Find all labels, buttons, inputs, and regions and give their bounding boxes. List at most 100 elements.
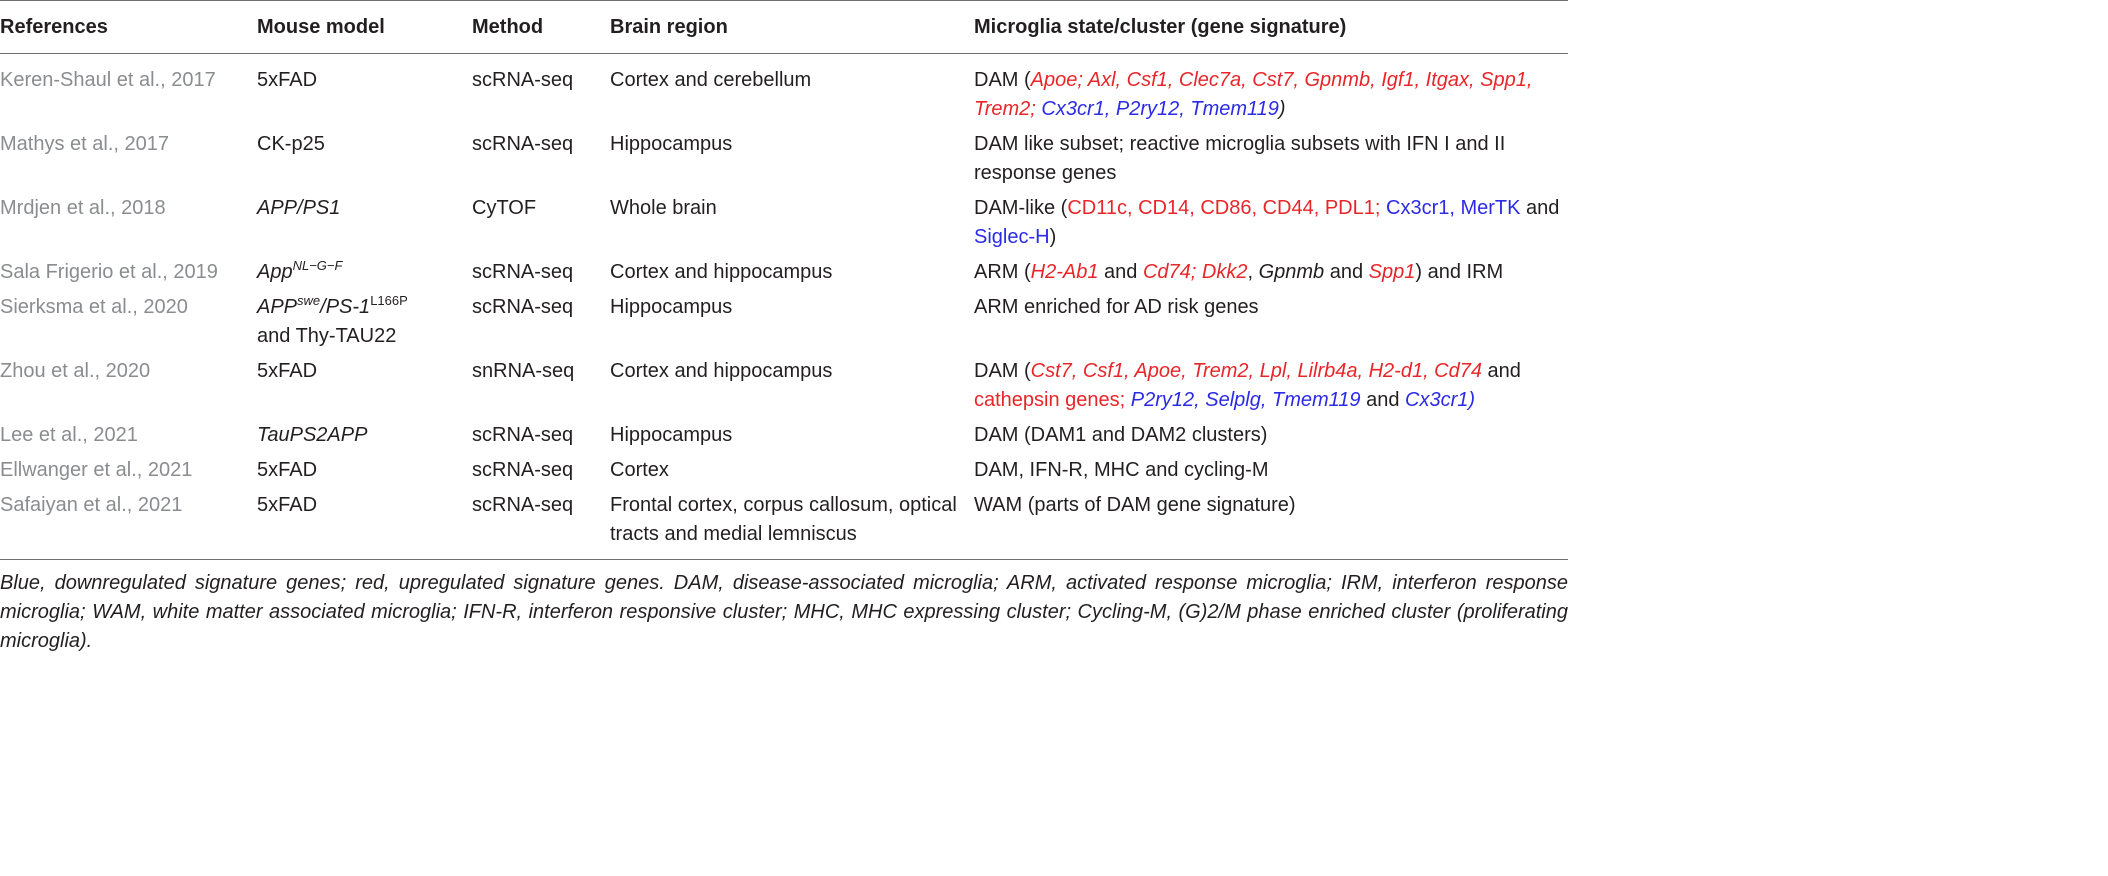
state-text: , [1247, 261, 1259, 283]
downregulated-genes: Siglec-H [974, 226, 1050, 248]
upregulated-genes: Cd74; Dkk2 [1142, 261, 1248, 283]
header-mouse-model: Mouse model [257, 0, 472, 54]
reference-cell: Keren-Shaul et al., 2017 [0, 69, 216, 91]
brain-region-cell: Cortex and hippocampus [610, 261, 833, 283]
reference-cell: Mathys et al., 2017 [0, 133, 169, 155]
mouse-model-cell: APPswe/PS-1L166P and Thy-TAU22 [257, 293, 472, 357]
table-row: Keren-Shaul et al., 2017 5xFAD scRNA-seq… [0, 54, 1568, 131]
header-references: References [0, 0, 257, 54]
method-cell: scRNA-seq [472, 261, 574, 283]
state-text: ) [1049, 226, 1057, 248]
downregulated-genes: Cx3cr1) [1405, 389, 1476, 411]
microglia-state-cell: ARM enriched for AD risk genes [974, 293, 1568, 357]
state-text: ) and IRM [1415, 261, 1504, 283]
downregulated-genes: Cx3cr1, MerTK [1386, 197, 1521, 219]
mouse-model-cell: TauPS2APP [257, 424, 368, 446]
table-footnote: Blue, downregulated signature genes; red… [0, 572, 1568, 652]
reference-cell: Zhou et al., 2020 [0, 360, 151, 382]
table-row: Zhou et al., 2020 5xFAD snRNA-seq Cortex… [0, 357, 1568, 421]
brain-region-cell: Hippocampus [610, 133, 733, 155]
table-row: Ellwanger et al., 2021 5xFAD scRNA-seq C… [0, 456, 1568, 491]
state-text: DAM, IFN-R, MHC and cycling-M [974, 459, 1269, 481]
method-cell: scRNA-seq [472, 424, 574, 446]
microglia-state-cell: DAM (Apoe; Axl, Csf1, Clec7a, Cst7, Gpnm… [974, 54, 1568, 131]
state-text: and [1098, 261, 1143, 283]
upregulated-genes: H2-Ab1 [1030, 261, 1099, 283]
state-text: DAM (DAM1 and DAM2 clusters) [974, 424, 1268, 446]
microglia-studies-table: References Mouse model Method Brain regi… [0, 0, 1568, 560]
state-text: ) [1278, 98, 1286, 120]
microglia-state-cell: ARM (H2-Ab1 and Cd74; Dkk2, Gpnmb and Sp… [974, 258, 1568, 293]
reference-cell: Mrdjen et al., 2018 [0, 197, 166, 219]
state-text: and [1482, 360, 1521, 382]
state-text: and [1360, 389, 1406, 411]
brain-region-cell: Frontal cortex, corpus callosum, optical… [610, 494, 957, 545]
upregulated-genes: Cst7, Csf1, Apoe, Trem2, Lpl, Lilrb4a, H… [1030, 360, 1482, 382]
table-row: Mathys et al., 2017 CK-p25 scRNA-seq Hip… [0, 130, 1568, 194]
mouse-model-cell: 5xFAD [257, 360, 318, 382]
reference-cell: Lee et al., 2021 [0, 424, 138, 446]
mouse-model-superscript: swe [297, 293, 321, 308]
downregulated-genes: P2ry12, Selplg, Tmem119 [1130, 389, 1361, 411]
mouse-model-cell: 5xFAD [257, 69, 318, 91]
header-brain-region: Brain region [610, 0, 974, 54]
brain-region-cell: Hippocampus [610, 424, 733, 446]
microglia-state-cell: WAM (parts of DAM gene signature) [974, 491, 1568, 560]
state-text: and [1520, 197, 1560, 219]
state-text: DAM ( [974, 360, 1031, 382]
table-row: Sala Frigerio et al., 2019 AppNL−G−F scR… [0, 258, 1568, 293]
mouse-model-superscript: L166P [370, 293, 408, 308]
table-row: Safaiyan et al., 2021 5xFAD scRNA-seq Fr… [0, 491, 1568, 560]
method-cell: scRNA-seq [472, 69, 574, 91]
method-cell: scRNA-seq [472, 494, 574, 516]
mouse-model-part: /PS-1 [320, 296, 371, 318]
state-text: and [1324, 261, 1369, 283]
state-text: Gpnmb [1258, 261, 1325, 283]
method-cell: scRNA-seq [472, 133, 574, 155]
table-row: Mrdjen et al., 2018 APP/PS1 CyTOF Whole … [0, 194, 1568, 258]
method-cell: snRNA-seq [472, 360, 575, 382]
state-text: DAM ( [974, 69, 1031, 91]
brain-region-cell: Cortex and hippocampus [610, 360, 833, 382]
downregulated-genes: Cx3cr1, P2ry12, Tmem119 [1041, 98, 1279, 120]
mouse-model-base: App [257, 261, 293, 283]
method-cell: scRNA-seq [472, 296, 574, 318]
state-text: DAM like subset; reactive microglia subs… [974, 133, 1506, 184]
microglia-state-cell: DAM (Cst7, Csf1, Apoe, Trem2, Lpl, Lilrb… [974, 357, 1568, 421]
brain-region-cell: Hippocampus [610, 296, 733, 318]
microglia-state-cell: DAM-like (CD11c, CD14, CD86, CD44, PDL1;… [974, 194, 1568, 258]
microglia-state-cell: DAM, IFN-R, MHC and cycling-M [974, 456, 1568, 491]
microglia-state-cell: DAM (DAM1 and DAM2 clusters) [974, 421, 1568, 456]
microglia-state-cell: DAM like subset; reactive microglia subs… [974, 130, 1568, 194]
brain-region-cell: Whole brain [610, 197, 717, 219]
upregulated-genes: Spp1 [1368, 261, 1416, 283]
reference-cell: Sala Frigerio et al., 2019 [0, 261, 218, 283]
mouse-model-cell: 5xFAD [257, 494, 318, 516]
header-microglia-state: Microglia state/cluster (gene signature) [974, 0, 1568, 54]
reference-cell: Sierksma et al., 2020 [0, 296, 188, 318]
table-row: Lee et al., 2021 TauPS2APP scRNA-seq Hip… [0, 421, 1568, 456]
state-text: ARM ( [974, 261, 1031, 283]
upregulated-genes: cathepsin genes; [974, 389, 1126, 411]
reference-cell: Safaiyan et al., 2021 [0, 494, 183, 516]
mouse-model-cell: APP/PS1 [257, 197, 341, 219]
state-text: ARM enriched for AD risk genes [974, 296, 1259, 318]
table-header-row: References Mouse model Method Brain regi… [0, 0, 1568, 54]
reference-cell: Ellwanger et al., 2021 [0, 459, 193, 481]
state-text: DAM-like ( [974, 197, 1068, 219]
table-page: References Mouse model Method Brain regi… [0, 0, 1568, 652]
brain-region-cell: Cortex and cerebellum [610, 69, 812, 91]
table-row: Sierksma et al., 2020 APPswe/PS-1L166P an… [0, 293, 1568, 357]
mouse-model-cell: CK-p25 [257, 133, 325, 155]
upregulated-genes: Apoe; Axl, Csf1, Clec7a, Cst7, Gpnmb, Ig… [974, 69, 1533, 120]
state-text: WAM (parts of DAM gene signature) [974, 494, 1296, 516]
mouse-model-cell: 5xFAD [257, 459, 318, 481]
method-cell: scRNA-seq [472, 459, 574, 481]
method-cell: CyTOF [472, 197, 537, 219]
brain-region-cell: Cortex [610, 459, 669, 481]
header-method: Method [472, 0, 610, 54]
mouse-model-cell: AppNL−G−F [257, 258, 472, 293]
mouse-model-superscript: NL−G−F [292, 258, 343, 273]
mouse-model-part: APP [257, 296, 298, 318]
mouse-model-part: and Thy-TAU22 [257, 325, 397, 347]
